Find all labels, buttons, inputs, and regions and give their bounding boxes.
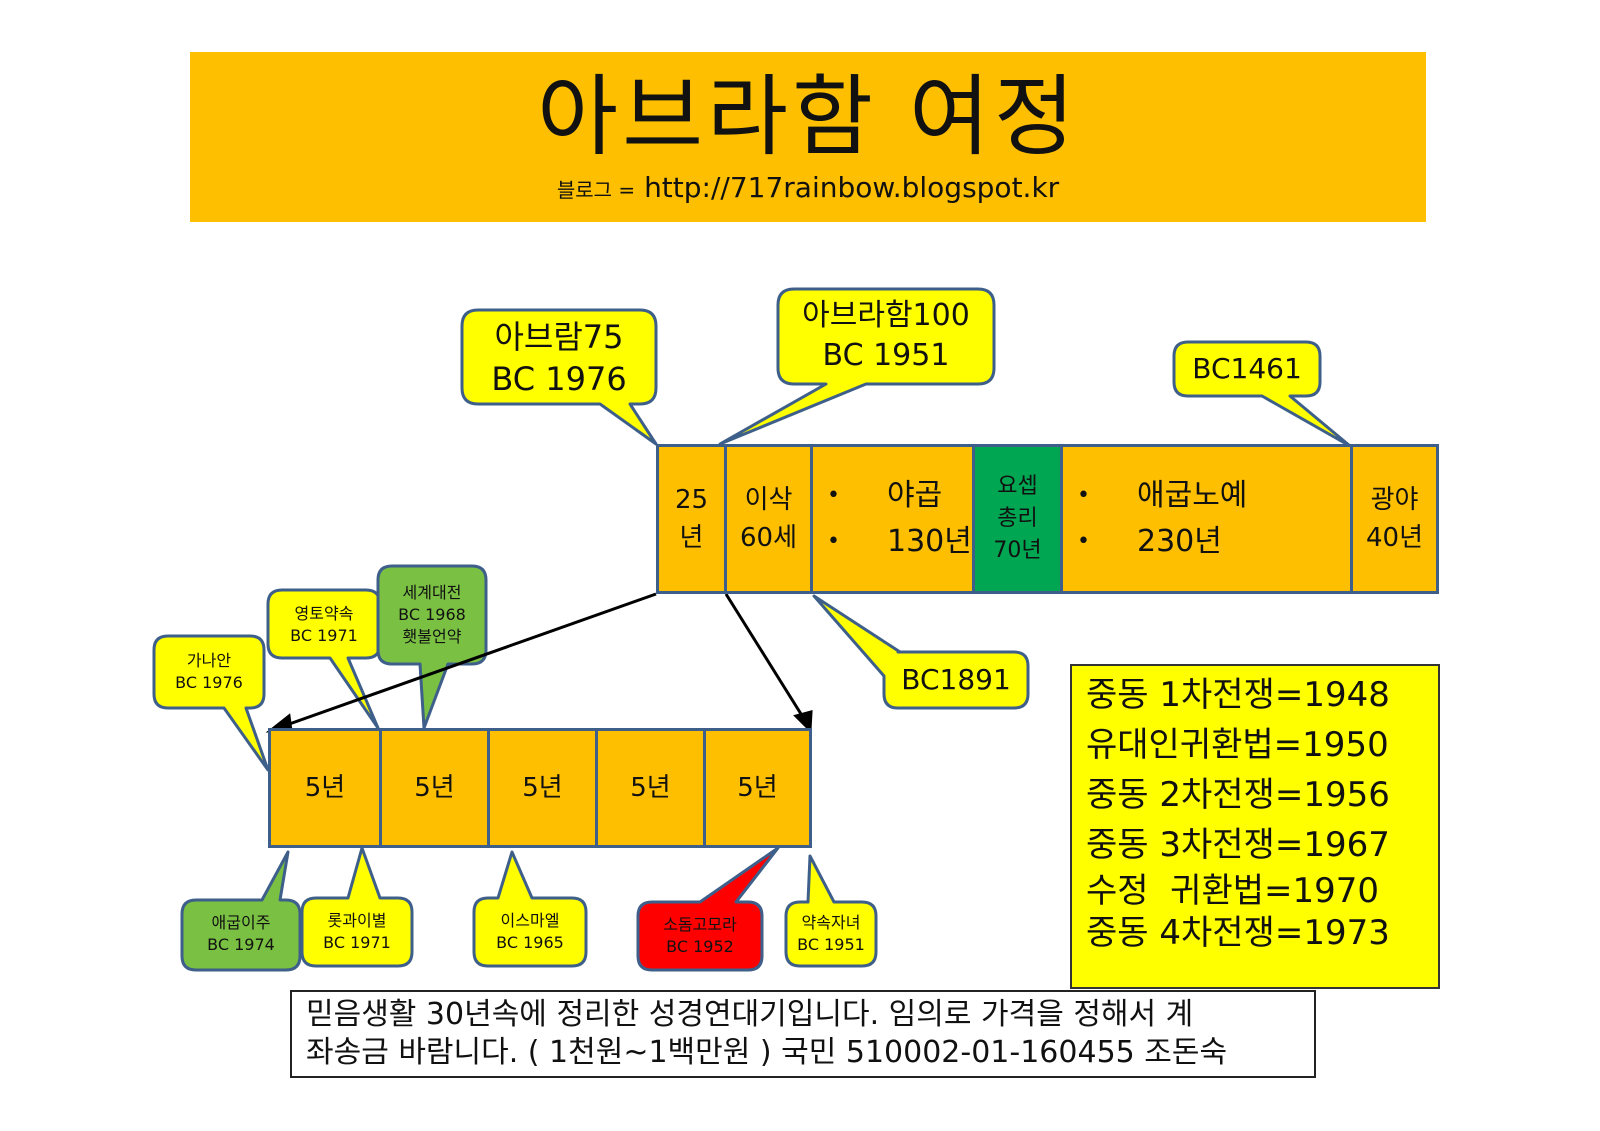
- legend-item: 중동 4차전쟁=1973: [1086, 913, 1390, 953]
- segment-25-years: 25 년: [674, 485, 709, 553]
- sub-segment-5: 5년: [703, 731, 809, 845]
- main-timeline-bar: 25 년 이삭 60세 •야곱 •130년 요셉 총리 70년 •애굽노예 •2…: [656, 444, 1439, 594]
- callout-abram: [460, 308, 658, 446]
- title-banner: 아브라함 여정 블로그 = http://717rainbow.blogspot…: [190, 52, 1426, 222]
- sub-segment-4: 5년: [595, 731, 703, 845]
- segment-isaac: 이삭 60세: [724, 447, 810, 591]
- donation-note: 믿음생활 30년속에 정리한 성경연대기입니다. 임의로 가격을 정해서 계 좌…: [290, 990, 1316, 1078]
- middle-east-events-legend: 중동 1차전쟁=1948 유대인귀환법=1950 중동 2차전쟁=1956 중동…: [1070, 664, 1440, 989]
- callout-bc1891-text: BC1891: [901, 663, 1011, 696]
- callout-abraham: [718, 287, 996, 446]
- callout-sodom: [636, 846, 780, 972]
- sub-timeline-bar: 5년 5년 5년 5년 5년: [268, 728, 812, 848]
- sub-segment-1: 5년: [304, 773, 346, 803]
- page-title: 아브라함 여정: [537, 65, 1079, 168]
- segment-joseph: 요셉 총리 70년: [972, 447, 1060, 591]
- legend-item: 유대인귀환법=1950: [1086, 725, 1389, 765]
- callout-promised-child: [784, 854, 878, 968]
- segment-jacob: •야곱 •130년: [810, 447, 972, 591]
- callout-bc1891: [812, 594, 1030, 710]
- legend-item: 수정 귀환법=1970: [1086, 871, 1380, 911]
- legend-item: 중동 1차전쟁=1948: [1086, 675, 1390, 715]
- callout-ishmael: [472, 850, 588, 968]
- callout-bc1461: [1172, 340, 1352, 448]
- blog-label: 블로그 =: [556, 178, 636, 202]
- callout-world-war: [376, 564, 488, 730]
- callout-egypt-move: [180, 850, 302, 972]
- note-line-2: 좌송금 바람니다. ( 1천원~1백만원 ) 국민 510002-01-1604…: [306, 1035, 1228, 1070]
- legend-item: 중동 3차전쟁=1967: [1086, 825, 1390, 865]
- sub-segment-3: 5년: [487, 731, 595, 845]
- callout-bc1461-text: BC1461: [1192, 352, 1302, 385]
- expansion-arrows: [265, 592, 813, 734]
- callout-lot-parting: [300, 846, 414, 968]
- segment-egypt-slavery: •애굽노예 •230년: [1060, 447, 1350, 591]
- callout-canaan: [152, 634, 270, 772]
- note-line-1: 믿음생활 30년속에 정리한 성경연대기입니다. 임의로 가격을 정해서 계: [306, 997, 1194, 1032]
- sub-segment-2: 5년: [379, 731, 487, 845]
- legend-item: 중동 2차전쟁=1956: [1086, 775, 1390, 815]
- blog-url[interactable]: http://717rainbow.blogspot.kr: [644, 171, 1060, 204]
- segment-wilderness: 광야 40년: [1350, 447, 1436, 591]
- blog-line: 블로그 = http://717rainbow.blogspot.kr: [190, 170, 1426, 208]
